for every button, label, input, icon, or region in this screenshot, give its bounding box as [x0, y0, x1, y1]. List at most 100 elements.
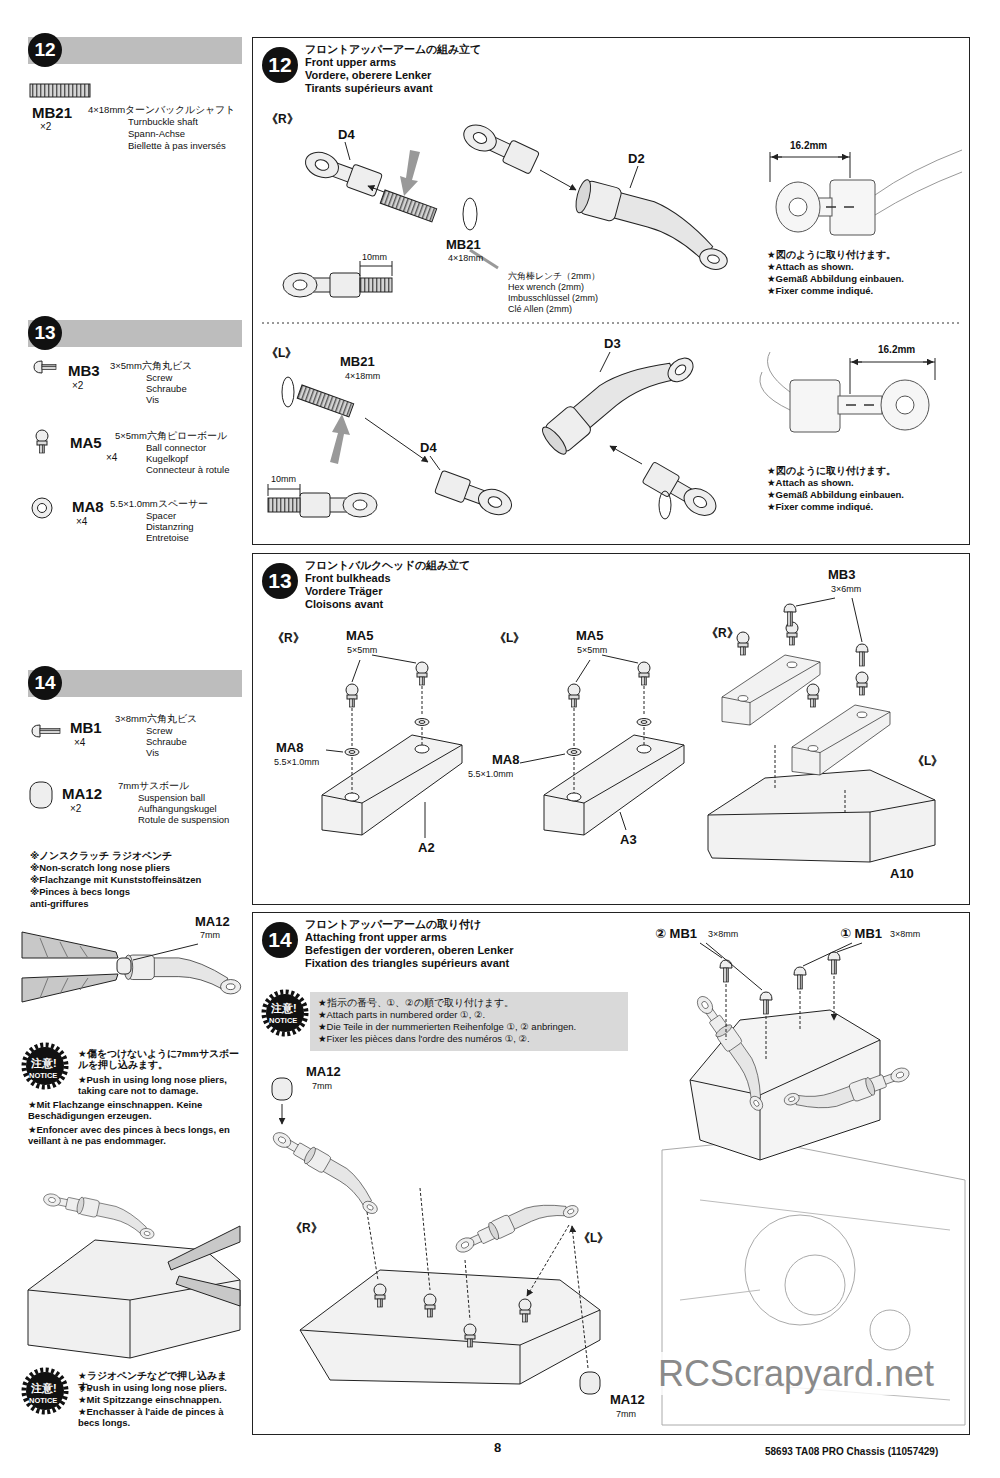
part-label: ★Gemäß Abbildung einbauen. — [767, 273, 904, 284]
part-label: Spann-Achse — [128, 128, 185, 139]
part-label: Connecteur à rotule — [146, 464, 229, 475]
notice-badge: 注意! — [31, 1057, 57, 1070]
part-label: A3 — [620, 832, 637, 848]
part-label: MA8 — [276, 740, 303, 756]
part-label: 《R》 — [706, 626, 739, 640]
part-label: ×2 — [40, 121, 51, 133]
part-label: MB21 — [340, 354, 375, 370]
part-label: 《L》 — [266, 346, 297, 360]
part-label: D4 — [338, 127, 355, 143]
step-title: Tirants supérieurs avant — [305, 82, 433, 95]
part-label: ① MB1 — [840, 926, 882, 942]
notice-text: ★Die Teile in der nummerierten Reihenfol… — [318, 1021, 620, 1033]
part-label: Distanzring — [146, 521, 194, 532]
part-label: MA5 — [70, 434, 102, 452]
part-label: 5×5mm — [577, 645, 607, 656]
part-label: MB3 — [68, 362, 100, 380]
part-label: ※Pinces à becs longs — [30, 886, 130, 897]
part-label: ★Mit Spitzzange einschnappen. — [78, 1394, 243, 1405]
part-label: Vis — [146, 747, 159, 758]
part-label: 4×18mmターンバックルシャフト — [88, 104, 235, 115]
part-label: ② MB1 — [655, 926, 697, 942]
part-label: Aufhängungskugel — [138, 803, 217, 814]
part-label: 16.2mm — [878, 344, 915, 356]
part-label: 3×5mm六角丸ビス — [110, 360, 192, 371]
part-label: MB1 — [70, 719, 102, 737]
step-number: 13 — [28, 316, 62, 350]
step-title: Vordere, oberere Lenker — [305, 69, 431, 82]
part-label: ★Push in using long nose pliers. — [78, 1382, 243, 1393]
part-label: 3×8mm — [708, 929, 738, 940]
notice-badge: 注意! — [31, 1382, 57, 1395]
part-label: Spacer — [146, 510, 176, 521]
step-title: フロントアッパーアームの組み立て — [305, 43, 481, 56]
part-label: ★Fixer comme indiqué. — [767, 501, 873, 512]
part-label: 《R》 — [290, 1221, 323, 1235]
part-label: MA12 — [62, 785, 102, 803]
part-label: MA5 — [346, 628, 373, 644]
part-label: ×4 — [76, 516, 87, 528]
step-header: 12 — [28, 37, 242, 64]
part-label: MA5 — [576, 628, 603, 644]
part-label: MA8 — [72, 498, 104, 516]
part-label: ★Attach as shown. — [767, 477, 854, 488]
notice-badge: NOTICE — [29, 1396, 57, 1405]
part-label: Hex wrench (2mm) — [508, 282, 584, 293]
notice-box: ★指示の番号、①、②の順で取り付けます。★Attach parts in num… — [310, 992, 628, 1051]
notice-text: ★指示の番号、①、②の順で取り付けます。 — [318, 997, 620, 1009]
step-title: Fixation des triangles supérieurs avant — [305, 957, 509, 970]
notice-text: ★Attach parts in numbered order ①, ②. — [318, 1009, 620, 1021]
part-label: MA12 — [306, 1064, 341, 1080]
part-label: Ball connector — [146, 442, 206, 453]
part-label: ★Push in using long nose pliers, taking … — [78, 1074, 243, 1097]
part-label: MB21 — [32, 104, 72, 122]
step-number: 14 — [262, 922, 298, 958]
part-label: 10mm — [362, 252, 387, 263]
step-title: Front upper arms — [305, 56, 396, 69]
part-label: 3×8mm — [890, 929, 920, 940]
part-label: Schraube — [146, 736, 187, 747]
part-label: ★Enchasser à l'aide de pinces à becs lon… — [78, 1406, 243, 1429]
part-label: MA12 — [610, 1392, 645, 1408]
part-label: Vis — [146, 394, 159, 405]
part-label: 3×6mm — [831, 584, 861, 595]
step-title: Vordere Träger — [305, 585, 382, 598]
page-number: 8 — [494, 1440, 501, 1456]
part-label: 《L》 — [578, 1231, 609, 1245]
part-label: 4×18mm — [345, 371, 380, 382]
part-label: Entretoise — [146, 532, 189, 543]
part-label: 7mmサスボール — [118, 780, 189, 791]
part-label: Imbusschlüssel (2mm) — [508, 293, 598, 304]
part-label: Kugelkopf — [146, 453, 188, 464]
part-label: ★Enfoncer avec des pinces à becs longs, … — [28, 1124, 243, 1147]
step-number: 13 — [262, 563, 298, 599]
part-label: ★図のように取り付けます。 — [767, 465, 896, 476]
step-title: フロントアッパーアームの取り付け — [305, 918, 481, 931]
part-label: A2 — [418, 840, 435, 856]
part-label: Screw — [146, 725, 172, 736]
part-label: anti-griffures — [30, 898, 89, 909]
step-title: Attaching front upper arms — [305, 931, 447, 944]
part-label: ★Gemäß Abbildung einbauen. — [767, 489, 904, 500]
step-header: 13 — [28, 320, 242, 347]
part-label: ※Flachzange mit Kunststoffeinsätzen — [30, 874, 201, 885]
part-label: Biellette à pas inversés — [128, 140, 226, 151]
part-label: 5×5mm六角ピローボール — [115, 430, 227, 441]
footer-code: 58693 TA08 PRO Chassis (11057429) — [765, 1446, 938, 1458]
step-number: 14 — [28, 666, 62, 700]
part-label: 7mm — [200, 930, 220, 941]
part-label: Schraube — [146, 383, 187, 394]
part-label: ×2 — [70, 803, 81, 815]
part-label: ★図のように取り付けます。 — [767, 249, 896, 260]
part-label: 5.5×1.0mmスペーサー — [110, 498, 208, 509]
part-label: ★Fixer comme indiqué. — [767, 285, 873, 296]
notice-text: ★Fixer les pièces dans l'ordre des numér… — [318, 1033, 620, 1045]
part-label: MA8 — [492, 752, 519, 768]
part-label: 《L》 — [494, 631, 525, 645]
part-label: MA12 — [195, 914, 230, 930]
notice-badge: 注意! — [271, 1002, 297, 1015]
part-label: 5.5×1.0mm — [468, 769, 513, 780]
part-label: 《R》 — [266, 112, 299, 126]
part-label: MB3 — [828, 567, 855, 583]
notice-badge: NOTICE — [29, 1071, 57, 1080]
